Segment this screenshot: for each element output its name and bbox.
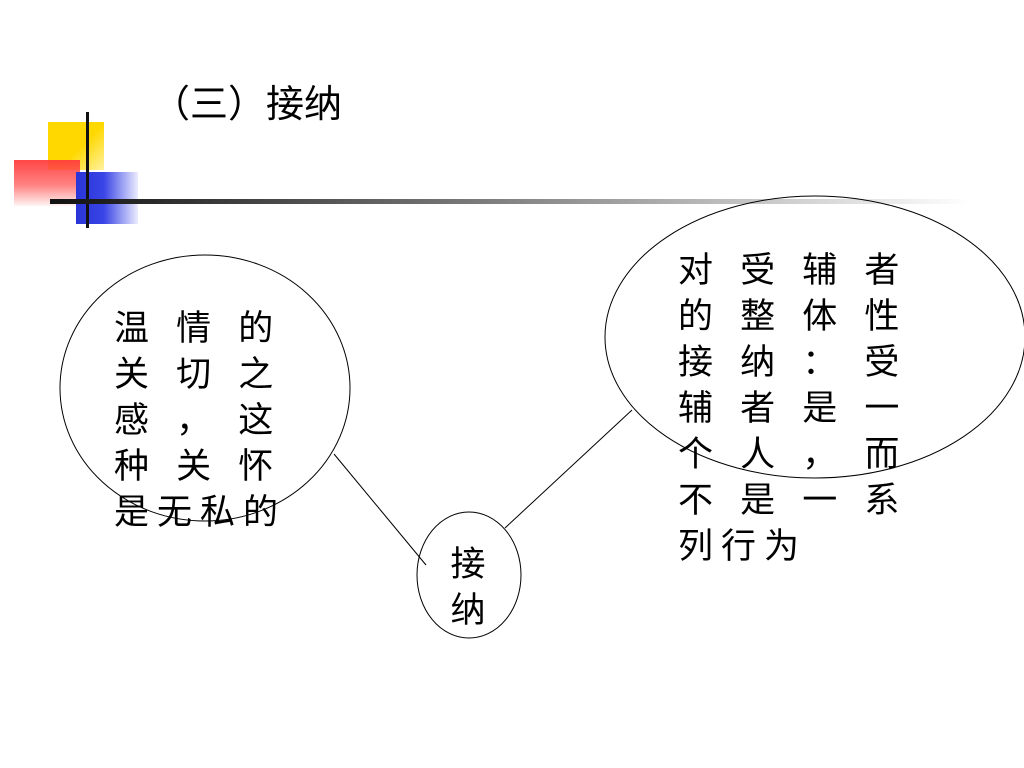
bubble-right-text: 对 受 辅 者 的 整 体 性 接 纳 ： 受 辅 者 是 一 个 人 ， 而 …: [678, 251, 908, 567]
bubble-left-text: 温 情 的 关 切 之 感 ， 这 种 关 怀 是无私的: [114, 309, 287, 533]
bubble-center-text: 接 纳: [450, 545, 486, 631]
connector-left: [333, 453, 427, 566]
bubble-center: [416, 511, 522, 639]
logo-vertical-line: [86, 112, 89, 228]
title-rule: [50, 199, 970, 204]
logo-red-square: [14, 160, 80, 206]
bubble-right: [604, 195, 1024, 479]
connector-right: [504, 409, 633, 529]
page-title: （三）接纳: [152, 82, 343, 126]
bubble-left: [59, 254, 351, 522]
